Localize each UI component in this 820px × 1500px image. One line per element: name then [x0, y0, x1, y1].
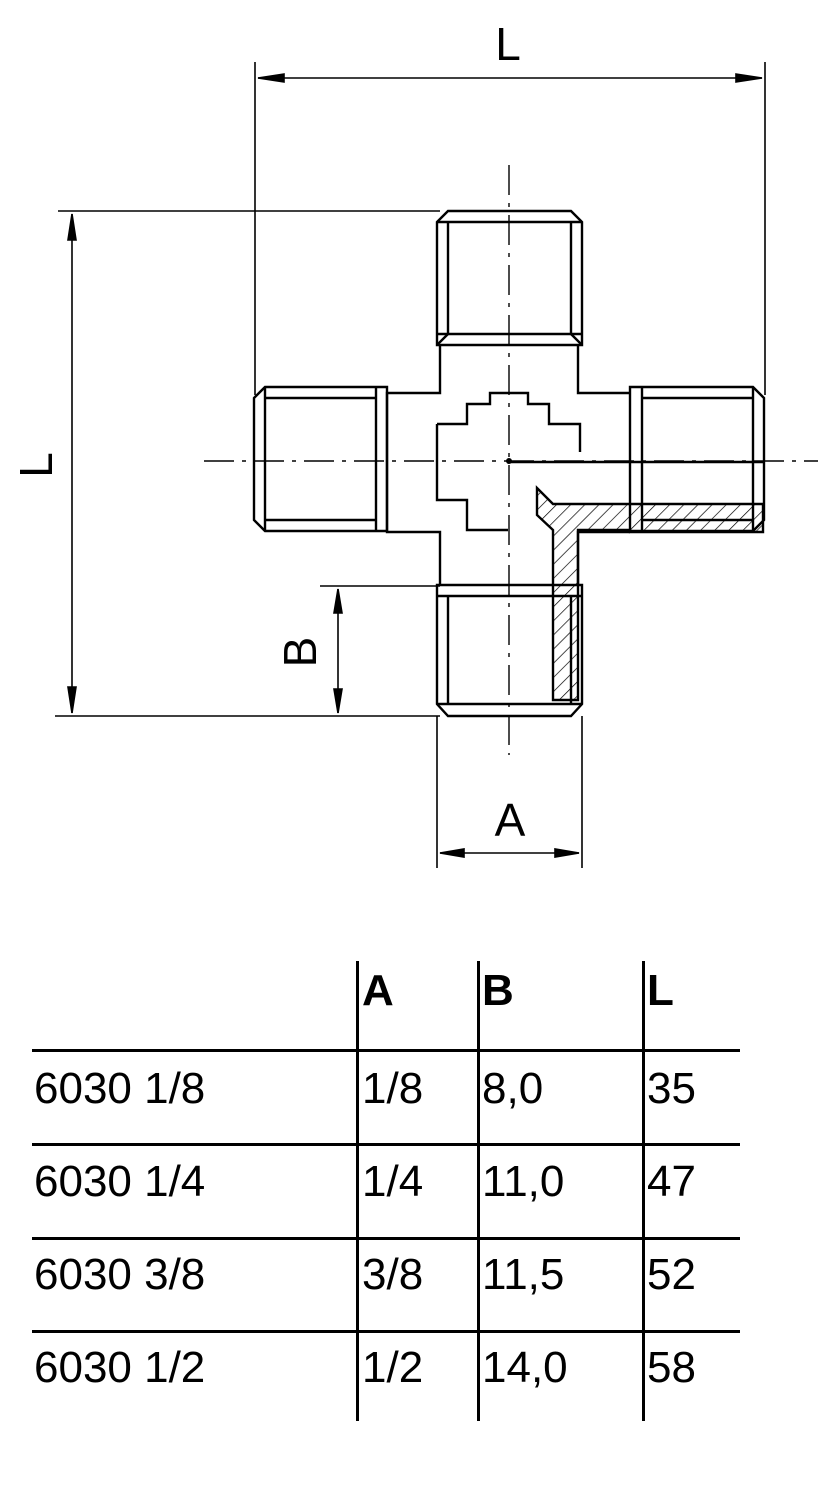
cell-a: 1/2: [362, 1343, 424, 1392]
dimension-b: [320, 585, 440, 714]
cell-code: 6030 3/8: [34, 1250, 206, 1299]
column-divider: [356, 961, 359, 1421]
header-l: L: [647, 966, 674, 1015]
cell-a: 1/8: [362, 1064, 424, 1113]
cell-b: 11,0: [482, 1157, 565, 1206]
header-b: B: [482, 966, 514, 1015]
column-divider: [642, 961, 645, 1421]
dimension-top-l: [254, 62, 766, 395]
dimensions-table: A B L 6030 1/8 1/8 8,0 35 6030 1/4 1/4 1…: [0, 955, 820, 1425]
cell-l: 52: [647, 1250, 696, 1299]
cell-l: 47: [647, 1157, 696, 1206]
row-divider: [32, 1049, 740, 1052]
center-point: [506, 458, 512, 464]
cell-b: 14,0: [482, 1343, 568, 1392]
dimension-b-label: B: [274, 637, 326, 668]
row-divider: [32, 1143, 740, 1146]
cell-b: 11,5: [482, 1250, 565, 1299]
column-divider: [477, 961, 480, 1421]
section-cut: [508, 460, 765, 702]
cell-code: 6030 1/8: [34, 1064, 206, 1113]
dimension-a: [436, 716, 583, 868]
row-divider: [32, 1330, 740, 1333]
cell-b: 8,0: [482, 1064, 544, 1113]
cell-l: 58: [647, 1343, 696, 1392]
cell-code: 6030 1/2: [34, 1343, 206, 1392]
cell-a: 3/8: [362, 1250, 424, 1299]
cell-code: 6030 1/4: [34, 1157, 206, 1206]
dimension-left-l-label: L: [10, 452, 62, 478]
dimension-left-l: [55, 210, 440, 717]
header-a: A: [362, 966, 394, 1015]
row-divider: [32, 1237, 740, 1240]
cross-fitting-drawing: L L B A: [10, 18, 818, 868]
cell-l: 35: [647, 1064, 696, 1113]
dimension-top-l-label: L: [495, 18, 521, 70]
cell-a: 1/4: [362, 1157, 424, 1206]
dimension-a-label: A: [495, 794, 526, 846]
